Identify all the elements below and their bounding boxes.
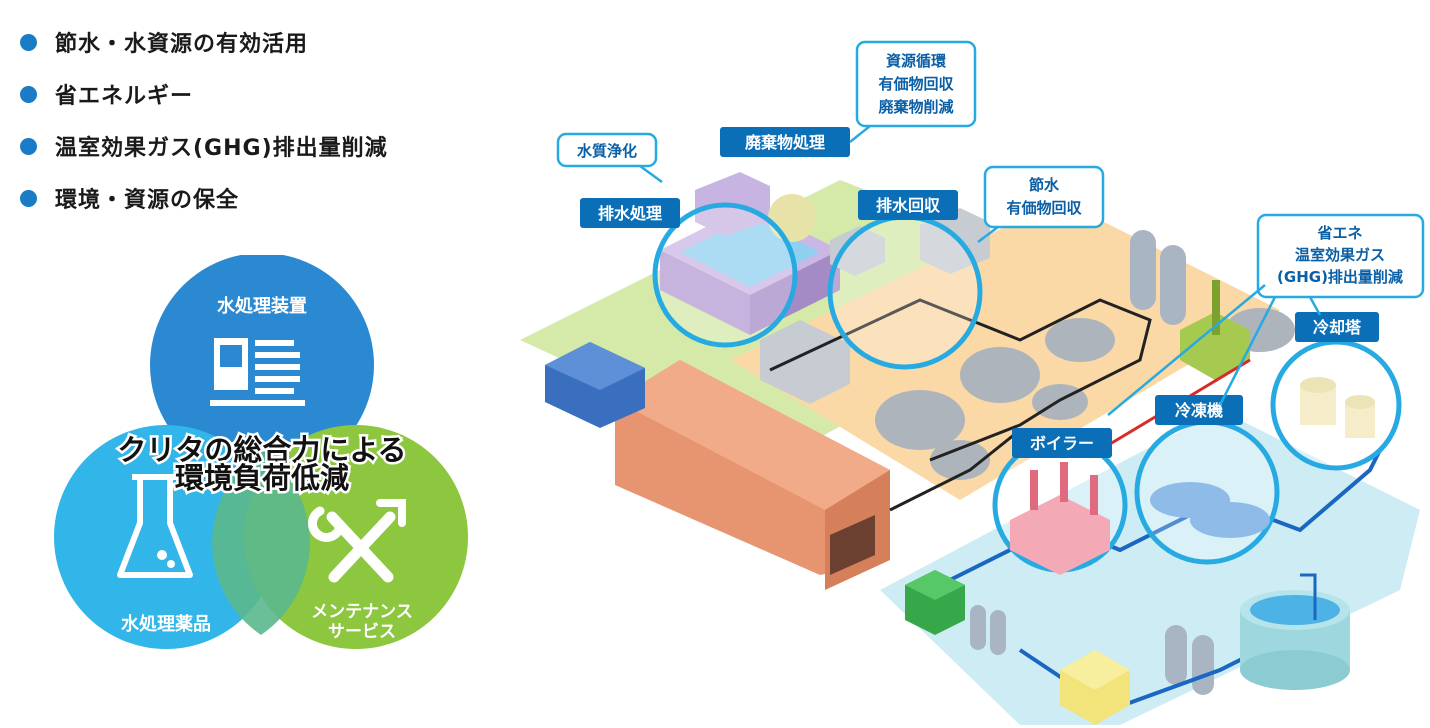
bullet-dot-icon <box>20 137 37 155</box>
yellow-cube-unit <box>1060 650 1130 725</box>
filter-vessels <box>875 308 1295 480</box>
office-building <box>545 342 645 428</box>
blue-zone <box>880 410 1420 725</box>
svg-text:節水: 節水 <box>1029 176 1060 194</box>
inflow-arrow-icon <box>1300 573 1317 620</box>
water-tank <box>1240 590 1350 690</box>
venn-top-label: 水処理装置 <box>217 295 307 317</box>
svg-text:有価物回収: 有価物回収 <box>878 75 954 93</box>
ring-wastewater-recovery <box>827 214 983 370</box>
boiler-house <box>1180 280 1250 380</box>
green-cube-unit <box>905 570 965 635</box>
boiler-unit <box>1010 462 1110 575</box>
flow-line-return <box>889 428 1021 512</box>
callout-resource: 資源循環 有価物回収 廃棄物削減 <box>849 40 977 143</box>
cooling-tower-unit <box>1300 377 1375 438</box>
svg-text:廃棄物削減: 廃棄物削減 <box>878 98 953 116</box>
goal-item: 環境・資源の保全 <box>20 172 388 224</box>
svg-text:省エネ: 省エネ <box>1316 224 1362 242</box>
plant-illustration: 排水処理 排水回収 廃棄物処理 ボイラー 冷凍機 冷却塔 水質浄化 資源循環 有… <box>520 40 1425 725</box>
svg-text:排水回収: 排水回収 <box>876 196 941 215</box>
venn-right-label-line1: メンテナンス <box>311 602 413 622</box>
tools-icon <box>307 499 406 583</box>
svg-text:排水処理: 排水処理 <box>598 204 662 223</box>
svg-text:冷凍機: 冷凍機 <box>1175 401 1223 420</box>
goal-text: 節水・水資源の有効活用 <box>55 32 309 57</box>
venn-left-label: 水処理薬品 <box>121 613 211 635</box>
venn-right-label-line2: サービス <box>328 622 396 642</box>
goal-item: 温室効果ガス(GHG)排出量削減 <box>20 120 388 172</box>
svg-text:水質浄化: 水質浄化 <box>577 142 637 160</box>
goal-list: 節水・水資源の有効活用 省エネルギー 温室効果ガス(GHG)排出量削減 環境・資… <box>20 16 388 224</box>
bullet-dot-icon <box>20 85 37 103</box>
bullet-dot-icon <box>20 189 37 207</box>
callout-water-saving: 節水 有価物回収 <box>977 165 1105 243</box>
svg-text:ボイラー: ボイラー <box>1030 434 1094 453</box>
venn-overlap <box>212 450 310 635</box>
goal-text: 省エネルギー <box>55 84 194 109</box>
goal-text: 環境・資源の保全 <box>55 188 240 213</box>
ring-wastewater-treatment <box>652 202 798 348</box>
venn-diagram: 水処理装置 水処理薬品 メンテナンス サービス クリタの総合力による 環境負荷低… <box>54 255 468 649</box>
label-cooling-tower: 冷却塔 <box>1295 312 1379 342</box>
callout-water-purification: 水質浄化 <box>556 132 663 184</box>
callout-energy-saving: 省エネ 温室効果ガス (GHG)排出量削減 <box>1107 213 1425 416</box>
svg-text:有価物回収: 有価物回収 <box>1006 199 1082 217</box>
warehouse <box>615 360 890 590</box>
flow-line <box>769 298 1152 462</box>
svg-text:温室効果ガス: 温室効果ガス <box>1295 246 1385 264</box>
svg-text:(GHG)排出量削減: (GHG)排出量削減 <box>1277 268 1403 286</box>
flask-icon <box>117 474 193 578</box>
steam-pipe <box>1099 358 1251 452</box>
goal-item: 節水・水資源の有効活用 <box>20 16 388 68</box>
svg-text:廃棄物処理: 廃棄物処理 <box>745 133 825 152</box>
venn-center-line2: 環境負荷低減 <box>175 461 349 495</box>
label-boiler: ボイラー <box>1012 428 1112 458</box>
goal-item: 省エネルギー <box>20 68 388 120</box>
label-wastewater-treatment: 排水処理 <box>580 198 680 228</box>
label-chiller: 冷凍機 <box>1155 395 1243 425</box>
svg-text:冷却塔: 冷却塔 <box>1313 318 1362 337</box>
venn-center-line1: クリタの総合力による <box>117 433 406 467</box>
venn-circle-water-chemicals <box>54 425 278 649</box>
equipment-icon <box>210 338 305 406</box>
chiller-unit <box>1150 482 1270 538</box>
label-wastewater-recovery: 排水回収 <box>858 190 958 220</box>
gas-tanks <box>970 230 1214 695</box>
bullet-dot-icon <box>20 33 37 51</box>
label-waste-treatment: 廃棄物処理 <box>720 127 850 157</box>
goal-text: 温室効果ガス(GHG)排出量削減 <box>55 136 388 161</box>
svg-text:資源循環: 資源循環 <box>886 52 947 70</box>
